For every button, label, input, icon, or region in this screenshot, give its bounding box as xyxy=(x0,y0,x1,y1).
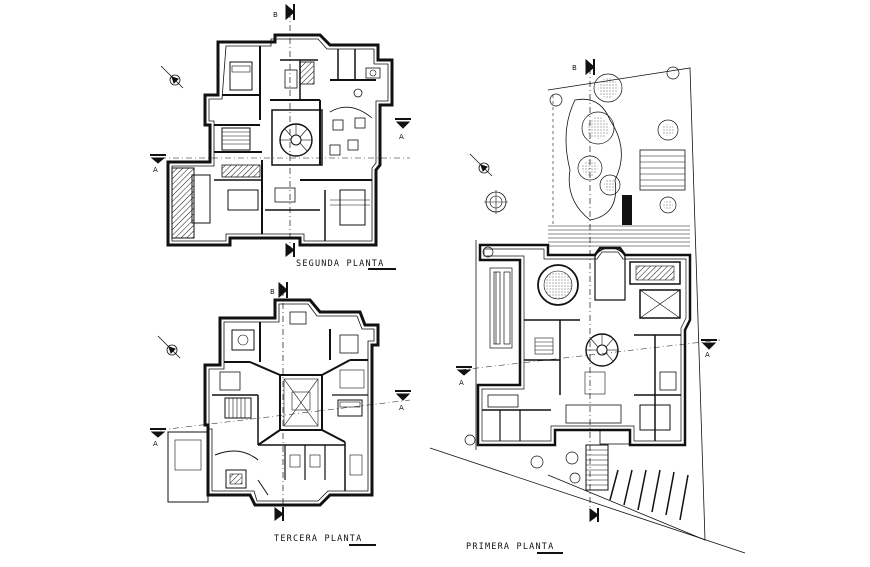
plan-title-primera: PRIMERA PLANTA xyxy=(466,542,554,552)
north-arrow-icon xyxy=(157,335,181,359)
plan-tercera-planta xyxy=(150,281,411,521)
tree-icon xyxy=(593,73,623,103)
section-marker-icon xyxy=(274,507,284,521)
plan-title-tercera: TERCERA PLANTA xyxy=(274,534,362,544)
section-marker-icon xyxy=(150,428,166,438)
tree-icon xyxy=(657,119,679,141)
tree-icon xyxy=(599,174,621,196)
tree-icon xyxy=(569,472,581,484)
section-letter-b: B xyxy=(270,288,275,296)
tree-icon xyxy=(549,93,563,107)
spiral-stair-icon xyxy=(279,123,313,157)
section-letter-a: A xyxy=(153,440,158,448)
north-arrow-icon xyxy=(160,65,184,89)
tree-icon xyxy=(530,455,544,469)
section-marker-icon xyxy=(395,390,411,401)
section-marker-icon xyxy=(285,243,295,257)
tree-icon xyxy=(581,111,615,145)
section-letter-a: A xyxy=(399,404,404,412)
plan-primera-planta xyxy=(429,58,746,554)
tree-icon xyxy=(565,451,579,465)
compass-icon xyxy=(484,190,508,214)
section-marker-icon xyxy=(150,154,166,164)
section-letter-b: B xyxy=(273,11,278,19)
plan-title-segunda: SEGUNDA PLANTA xyxy=(296,259,384,269)
tree-icon xyxy=(577,155,603,181)
section-marker-icon xyxy=(585,58,595,76)
plan-segunda-planta xyxy=(150,3,411,257)
tree-icon xyxy=(464,434,476,446)
section-marker-icon xyxy=(285,3,295,21)
section-marker-icon xyxy=(589,508,599,522)
section-letter-a: A xyxy=(399,133,404,141)
north-arrow-icon xyxy=(469,153,493,177)
tree-icon xyxy=(666,66,680,80)
section-letter-a: A xyxy=(705,351,710,359)
section-marker-icon xyxy=(395,118,411,129)
section-marker-icon xyxy=(456,366,472,376)
section-marker-icon xyxy=(278,281,288,299)
tree-icon xyxy=(659,196,677,214)
section-letter-a: A xyxy=(459,379,464,387)
section-letter-b: B xyxy=(572,64,577,72)
garden xyxy=(549,66,686,225)
spiral-stair-icon xyxy=(585,333,619,367)
tree-icon xyxy=(482,246,494,258)
section-letter-a: A xyxy=(153,166,158,174)
section-marker-icon xyxy=(701,339,717,350)
